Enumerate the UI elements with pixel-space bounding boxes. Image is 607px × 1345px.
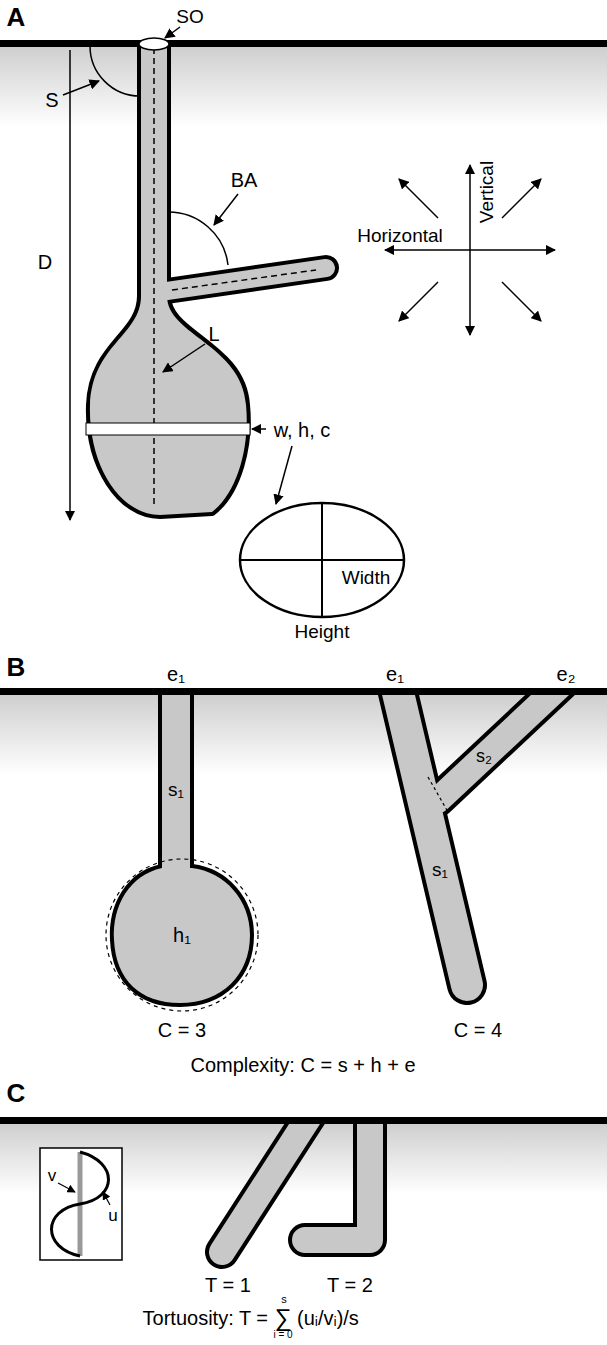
ground-surface [0,1117,607,1124]
tortuosity-formula: (uᵢ/vᵢ)/s [297,1307,359,1329]
panel-letter: B [7,653,26,682]
tortuosity-value: T = 1 [205,1274,251,1296]
complexity-value: C = 3 [158,1019,206,1041]
tortuosity-inset-part [52,1152,109,1256]
depth-label: D [38,251,52,273]
cross-section-ellipse-part [240,503,404,617]
leader-arrow [252,428,266,430]
burrow-b-simple-part [162,691,190,878]
tortuosity-inset-part [58,1183,75,1192]
burrow-b-branched-part [395,691,467,985]
sum-limit: i = 0 [273,1329,292,1340]
orientation-compass-part [502,282,541,321]
panel-b [0,680,607,1011]
burrow-a-part [90,296,247,515]
panel-a [0,27,607,617]
burrow-c-part [305,1120,370,1240]
surface-opening-label: SO [176,7,203,28]
segment-label: s₁ [432,860,448,881]
burrow-b-simple-part [114,868,250,1003]
chamber-label: h₁ [173,924,191,946]
sum-symbol: ∑ [274,1305,291,1331]
tortuosity-inset [40,1148,122,1260]
burrow-c [222,1120,370,1252]
orientation-compass-part [502,179,541,218]
burrow-b-branched-part [438,691,566,800]
orientation-compass-part [469,165,471,335]
burrow-a-part [160,268,326,292]
section-label: w, h, c [274,419,331,441]
burrow-b-simple [114,691,250,1003]
entrance-label: e₂ [557,663,576,685]
chamber-outline [106,859,258,1011]
axis-label: Horizontal [357,226,443,247]
segment-label: s₁ [168,780,184,801]
leader-arrow [276,446,292,504]
complexity-formula: Complexity: C = s + h + e [190,1054,415,1076]
tortuosity-inset-part [103,1192,110,1205]
inset-label: v [48,1167,57,1186]
burrow-b-simple-part [114,868,250,1003]
leader-arrow [163,344,205,372]
cross-section-ellipse-part [321,503,323,617]
axis-label: Vertical [477,161,498,223]
panel-letter: C [7,1079,26,1108]
burrow-b-branched-part [438,691,566,800]
leader-arrow [165,27,180,38]
dimension-label: Width [342,568,391,589]
entrance-label: e₁ [167,663,185,685]
burrow-a-part [90,296,247,515]
burrow-b-branched [395,691,566,985]
ground-surface [0,688,607,695]
tortuosity-inset-part [40,1148,122,1260]
length-label: L [208,323,219,345]
soil-shading [0,47,607,127]
panel-c [0,1100,607,1260]
slope-arc [90,46,140,96]
length-centerline [153,48,155,508]
panel-letter: A [7,3,26,32]
segment-label: s₂ [476,747,492,767]
orientation-compass-part [399,282,438,321]
section-band [86,423,250,435]
burrow-a [86,43,326,515]
complexity-value: C = 4 [454,1019,502,1041]
depth-arrow [69,50,71,520]
branch-centerline [172,270,316,290]
surface-opening [139,38,169,50]
cross-section-ellipse [240,503,404,617]
branch-angle-label: BA [231,169,258,191]
inset-label: u [108,1207,117,1226]
entrance-label: e₁ [386,663,404,685]
ground-surface [0,40,607,47]
orientation-compass [385,165,555,335]
burrow-b-branched-part [395,691,467,985]
sum-limit: s [281,1293,287,1305]
segment-divider [428,777,448,812]
dimension-label: Height [295,622,350,643]
orientation-compass-part [399,179,438,218]
slope-label: S [45,89,58,111]
tortuosity-value: T = 2 [327,1274,373,1296]
leader-arrow [214,194,238,225]
leader-arrow [63,81,99,95]
tortuosity-formula: Tortuosity: T = [143,1307,268,1329]
branch-angle-arc [168,212,228,265]
burrow-b-simple-part [158,691,194,878]
burrow-a-part [160,268,326,292]
burrow-c-part [305,1120,370,1240]
